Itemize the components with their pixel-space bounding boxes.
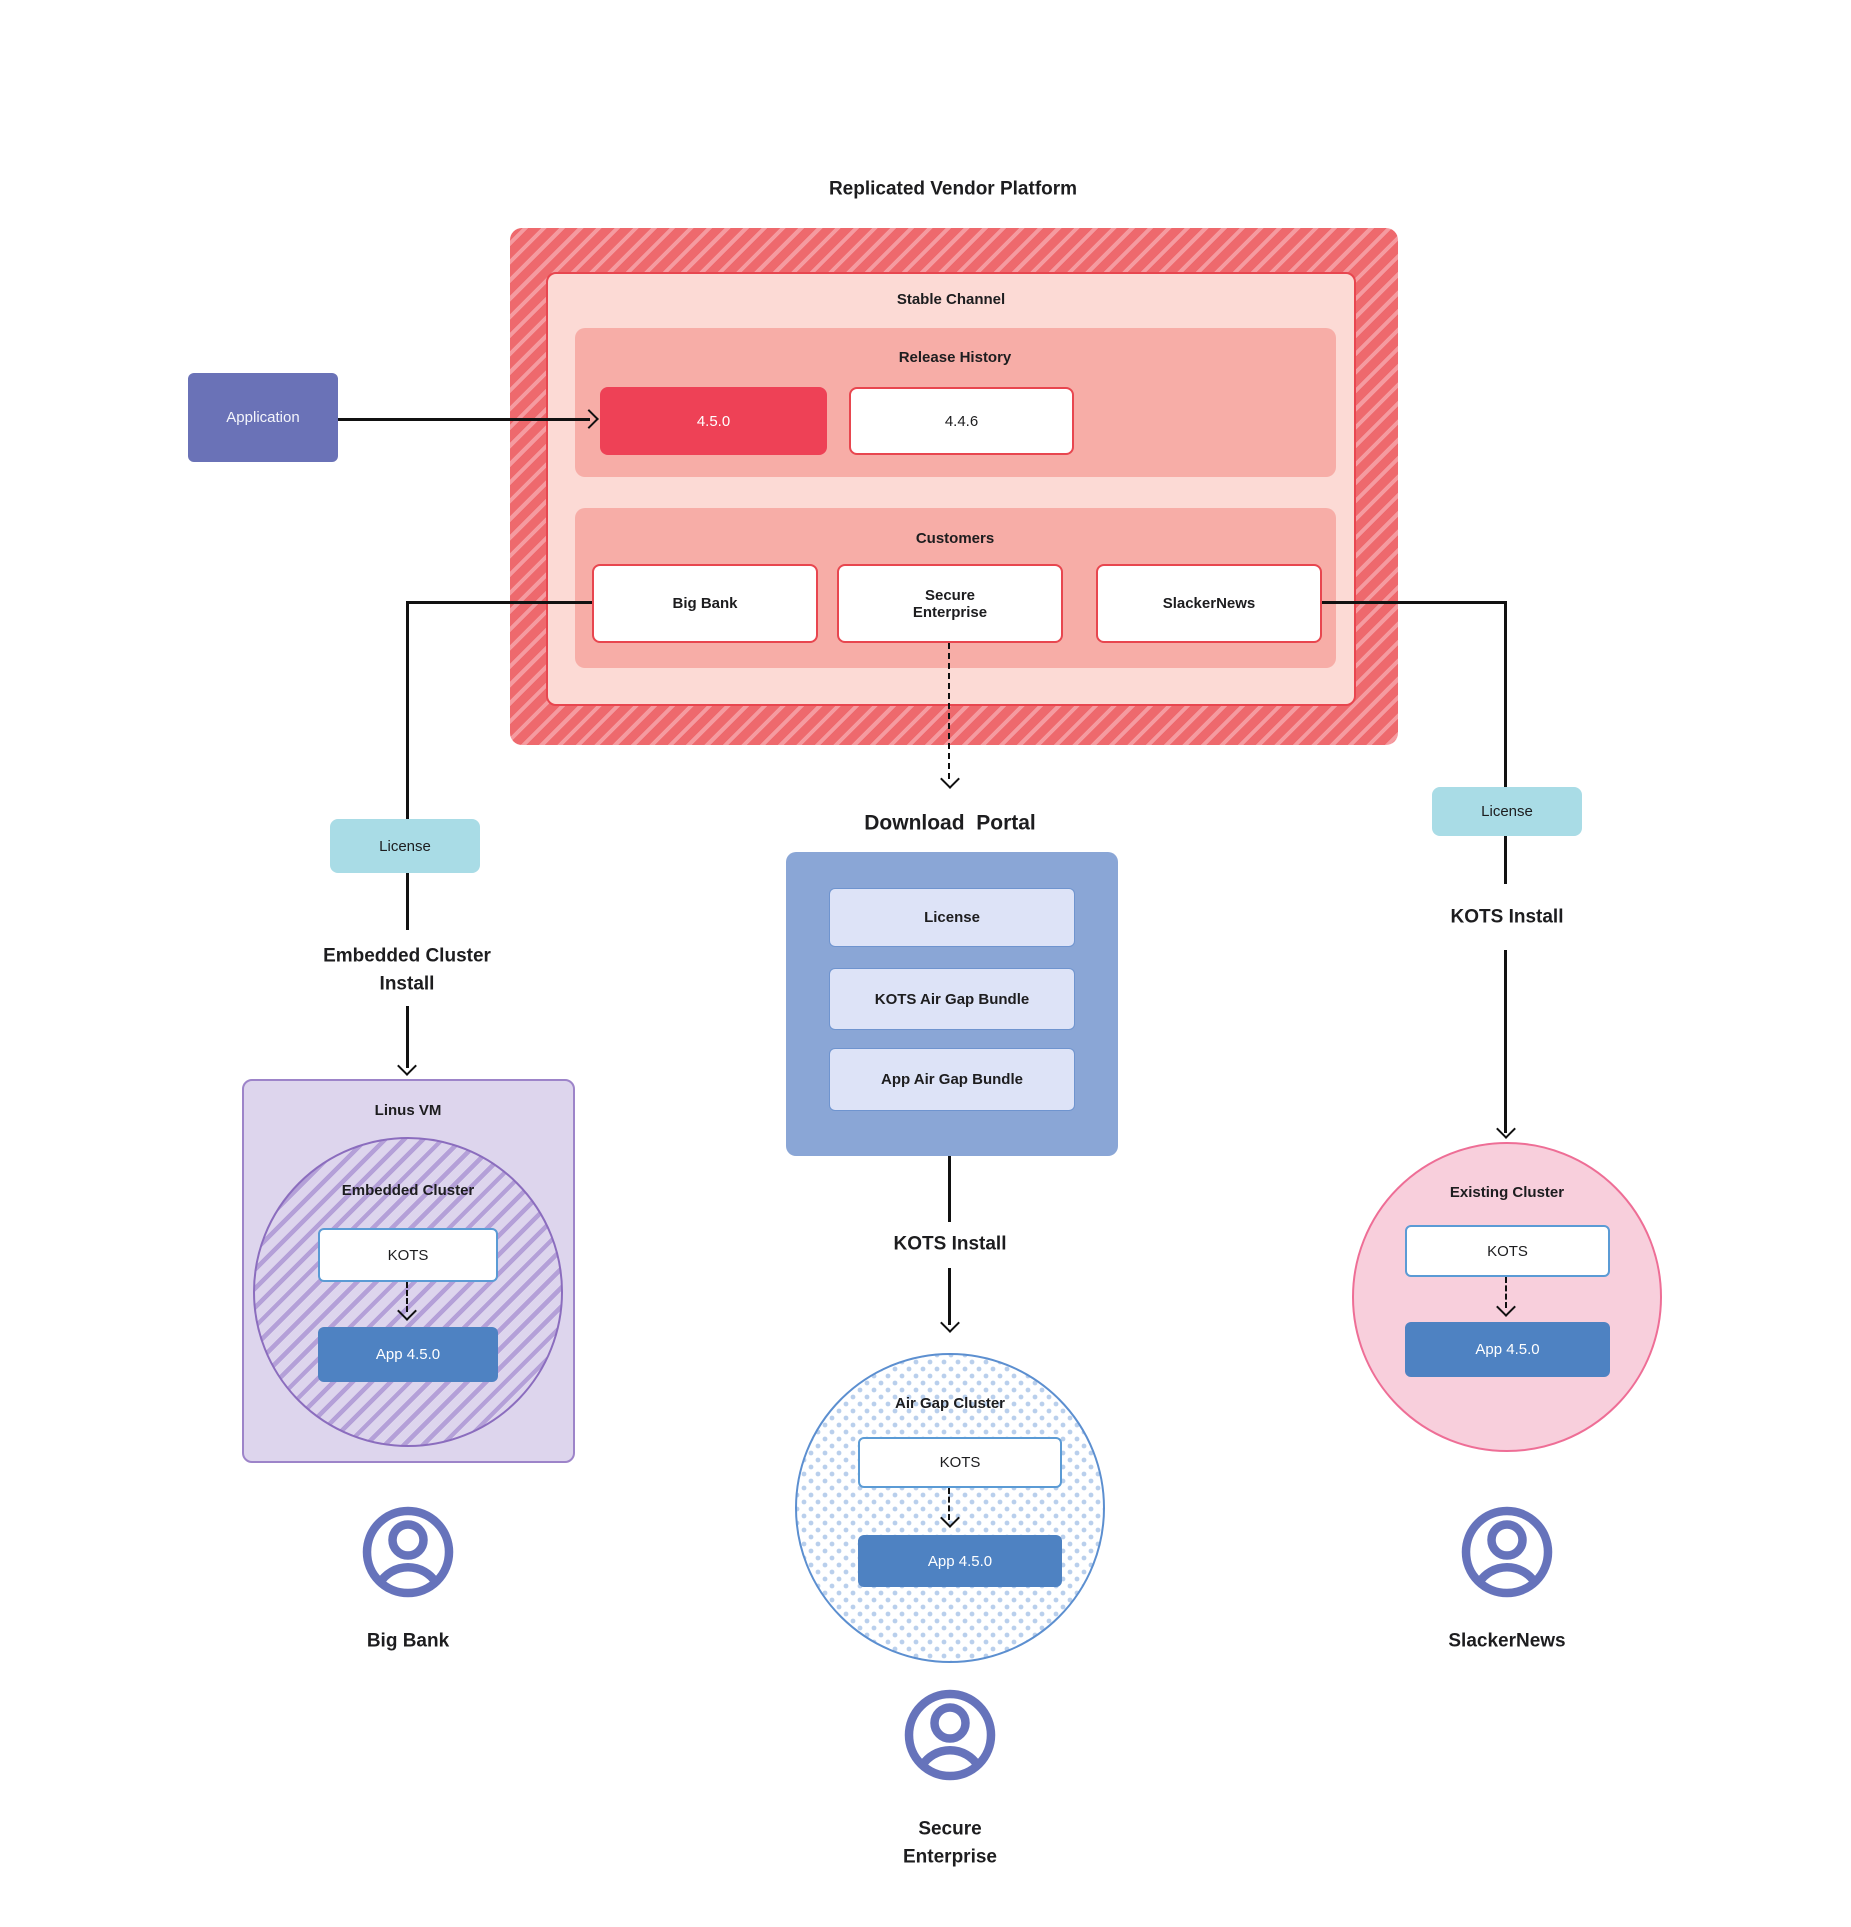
arrowhead-install-right [1496,1119,1516,1139]
arrowhead-secure-to-portal [940,769,960,789]
persona-big-bank-label: Big Bank [366,1630,450,1652]
embedded-cluster-label: Embedded Cluster [341,1182,475,1199]
kots-box-left: KOTS [318,1228,498,1282]
app-box-left: App 4.5.0 [318,1327,498,1382]
release-history-label: Release History [898,349,1012,366]
download-portal-title: Download Portal [864,811,1036,835]
license-box-right: License [1432,787,1582,836]
application-box: Application [188,373,338,462]
secure-enterprise-person-icon [904,1689,996,1781]
persona-slackernews-label: SlackerNews [1448,1630,1566,1652]
connector-secure-to-portal [948,643,950,779]
license-box-left: License [330,819,480,873]
connector-portal-down [948,1156,951,1222]
linus-vm-label: Linus VM [374,1102,442,1119]
embedded-cluster-circle [253,1137,563,1447]
connector-license-left-down [406,873,409,930]
big-bank-person-icon [362,1506,454,1598]
connector-bigbank-vertical [406,601,409,819]
persona-secure-enterprise-label-line2: Enterprise [903,1846,997,1868]
kots-box-right: KOTS [1405,1225,1610,1277]
kots-install-label-middle: KOTS Install [893,1233,1007,1255]
connector-install-right-arrow [1504,950,1507,1133]
connector-bigbank-horizontal [406,601,592,604]
app-box-middle: App 4.5.0 [858,1535,1062,1587]
connector-kots-app-middle [948,1488,950,1520]
connector-slackernews-horizontal [1322,601,1507,604]
connector-slackernews-vertical [1504,601,1507,787]
app-box-right: App 4.5.0 [1405,1322,1610,1377]
release-version-450: 4.5.0 [600,387,827,455]
existing-cluster-circle [1352,1142,1662,1452]
arrowhead-install-middle [940,1313,960,1333]
existing-cluster-label: Existing Cluster [1449,1184,1565,1201]
release-version-446: 4.4.6 [849,387,1074,455]
diagram-title: Replicated Vendor Platform [828,178,1078,200]
customer-slackernews: SlackerNews [1096,564,1322,643]
connector-kots-app-right [1505,1277,1507,1308]
embedded-cluster-install-label-line1: Embedded Cluster [323,945,491,967]
connector-license-right-down [1504,836,1507,884]
kots-box-middle: KOTS [858,1437,1062,1488]
connector-kots-app-left [406,1282,408,1312]
air-gap-cluster-label: Air Gap Cluster [894,1395,1006,1412]
embedded-cluster-install-label-line2: Install [379,973,435,995]
portal-item-license: License [829,888,1075,947]
arrowhead-install-left [397,1056,417,1076]
customer-secure-enterprise: Secure Enterprise [837,564,1063,643]
stable-channel-label: Stable Channel [896,291,1006,308]
persona-secure-enterprise-label-line1: Secure [918,1818,982,1840]
slackernews-person-icon [1461,1506,1553,1598]
connector-install-left-arrow [406,1006,409,1068]
customer-secure-enterprise-label: Secure Enterprise [912,586,988,621]
air-gap-cluster-circle [795,1353,1105,1663]
portal-item-app-airgap-bundle: App Air Gap Bundle [829,1048,1075,1111]
kots-install-label-right: KOTS Install [1450,906,1564,928]
customers-label: Customers [915,530,995,547]
connector-application-to-release [338,418,590,421]
customer-big-bank: Big Bank [592,564,818,643]
connector-install-middle-arrow [948,1268,951,1325]
portal-item-kots-airgap-bundle: KOTS Air Gap Bundle [829,968,1075,1030]
